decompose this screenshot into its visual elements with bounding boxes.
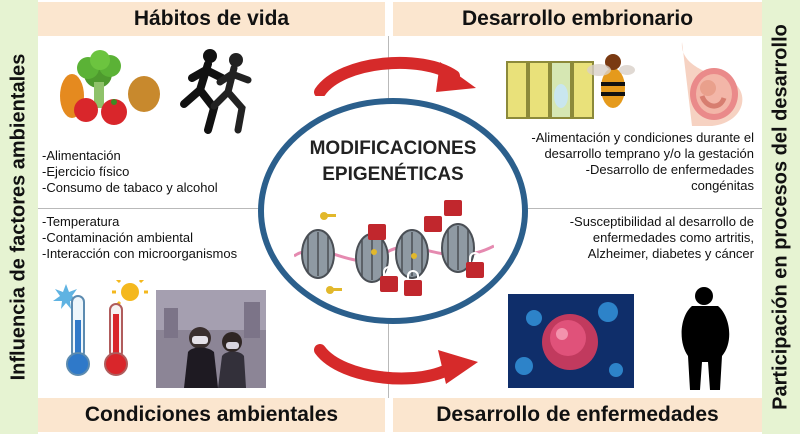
- environment-list: -Temperatura -Contaminación ambiental -I…: [42, 214, 237, 262]
- fetus-icon: [672, 42, 752, 126]
- runners-icon: [170, 46, 262, 136]
- embryo-item: -Alimentación y condiciones durante el: [531, 130, 754, 145]
- environment-item: -Temperatura: [42, 214, 120, 229]
- embryo-list: -Alimentación y condiciones durante el d…: [531, 130, 754, 194]
- header-habits: Hábitos de vida: [38, 2, 385, 36]
- disease-item: -Susceptibilidad al desarrollo de: [569, 214, 754, 229]
- left-side-label: Influencia de factores ambientales: [7, 53, 30, 381]
- embryo-item: desarrollo temprano y/o la gestación: [544, 146, 754, 161]
- habits-list: -Alimentación -Ejercicio físico -Consumo…: [42, 148, 218, 196]
- bottom-arrow-icon: [312, 344, 482, 390]
- vegetables-icon: [52, 48, 162, 128]
- embryo-item: congénitas: [691, 178, 754, 193]
- right-side-label: Participación en procesos del desarrollo: [769, 24, 792, 410]
- environment-item: -Interacción con microorganismos: [42, 246, 238, 261]
- habits-item: -Ejercicio físico: [42, 164, 130, 179]
- disease-list: -Susceptibilidad al desarrollo de enferm…: [570, 214, 754, 262]
- right-side-band: Participación en procesos del desarrollo: [762, 0, 800, 434]
- embryo-item: -Desarrollo de enfermedades: [585, 162, 754, 177]
- disease-item: enfermedades como artritis,: [592, 230, 754, 245]
- header-disease: Desarrollo de enfermedades: [393, 398, 762, 432]
- top-arrow-icon: [312, 54, 482, 96]
- bee-honeycomb-icon: [505, 48, 635, 120]
- header-environment: Condiciones ambientales: [38, 398, 385, 432]
- nucleosome-icon: [294, 196, 494, 302]
- environment-item: -Contaminación ambiental: [42, 230, 194, 245]
- habits-item: -Alimentación: [42, 148, 121, 163]
- header-embryo: Desarrollo embrionario: [393, 2, 762, 36]
- habits-item: -Consumo de tabaco y alcohol: [42, 180, 218, 195]
- epigenetics-circle: MODIFICACIONES EPIGENÉTICAS: [258, 98, 528, 324]
- lock-icon: [368, 196, 484, 296]
- cancer-cell-icon: [508, 294, 634, 388]
- pollution-photo: [156, 290, 266, 388]
- disease-item: Alzheimer, diabetes y cáncer: [587, 246, 754, 261]
- center-title-line1: MODIFICACIONES: [309, 138, 477, 159]
- obese-silhouette-icon: [678, 286, 734, 392]
- thermometers-icon: [50, 280, 148, 380]
- left-side-band: Influencia de factores ambientales: [0, 0, 38, 434]
- center-title-line2: EPIGENÉTICAS: [322, 164, 464, 185]
